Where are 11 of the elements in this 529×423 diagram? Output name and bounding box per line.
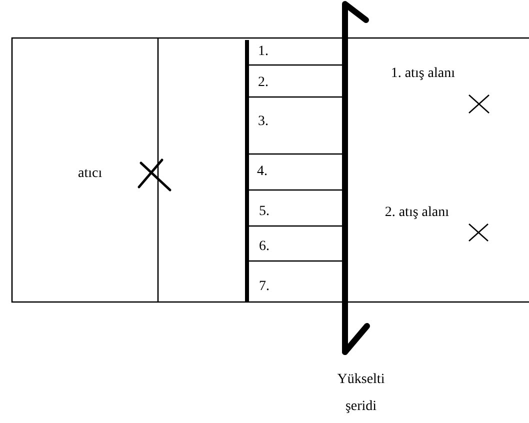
thrower-label: atıcı [78,165,102,183]
lane-number: 6. [259,238,270,256]
lane-number: 4. [257,163,268,181]
lane-number: 7. [259,278,270,296]
zone-label: 2. atış alanı [384,204,449,222]
lane-number: 5. [259,203,270,221]
lane-number: 3. [258,113,268,131]
lane-number: 1. [258,43,268,61]
strip-label: Yükselti şeridi [336,371,386,416]
lane-number: 2. [258,74,268,92]
zone-label: 1. atış alanı [390,65,455,83]
